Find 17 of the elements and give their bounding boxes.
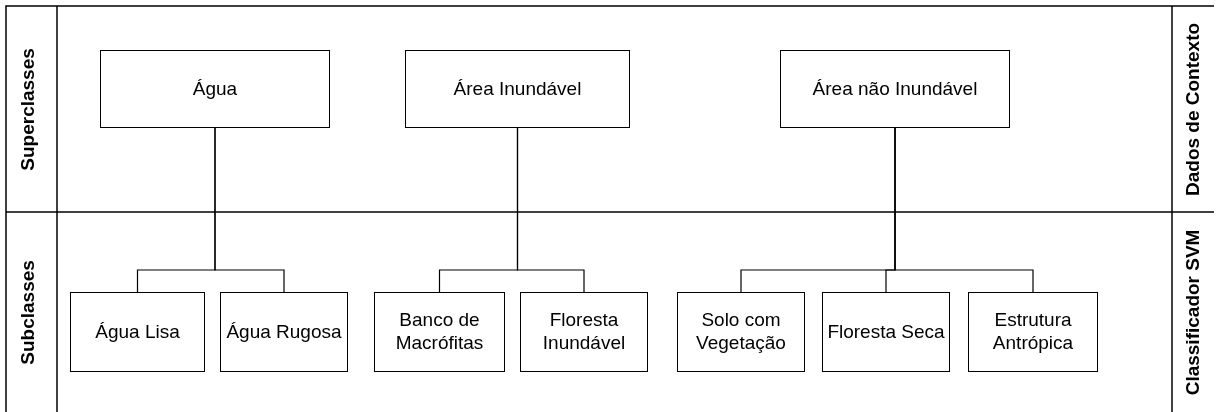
connector-line xyxy=(214,127,285,293)
connector-line xyxy=(516,127,585,293)
row-label: Superclasses xyxy=(18,48,39,171)
row-label: Dados de Contexto xyxy=(1183,22,1205,197)
class-box: Água Rugosa xyxy=(220,292,348,372)
row-label: Subclasses xyxy=(18,260,39,365)
class-box: Área não Inundável xyxy=(780,50,1010,128)
class-box: Solo com Vegetação xyxy=(677,292,805,372)
class-box: Área Inundável xyxy=(405,50,630,128)
class-box: Água Lisa xyxy=(70,292,205,372)
connector-line xyxy=(894,127,1034,293)
class-box: Floresta Inundável xyxy=(520,292,648,372)
class-box: Banco de Macrófitas xyxy=(374,292,505,372)
class-box: Estrutura Antrópica xyxy=(968,292,1098,372)
class-box: Água xyxy=(100,50,330,128)
row-label: Classificador SVM xyxy=(1183,229,1205,396)
class-box: Floresta Seca xyxy=(822,292,950,372)
